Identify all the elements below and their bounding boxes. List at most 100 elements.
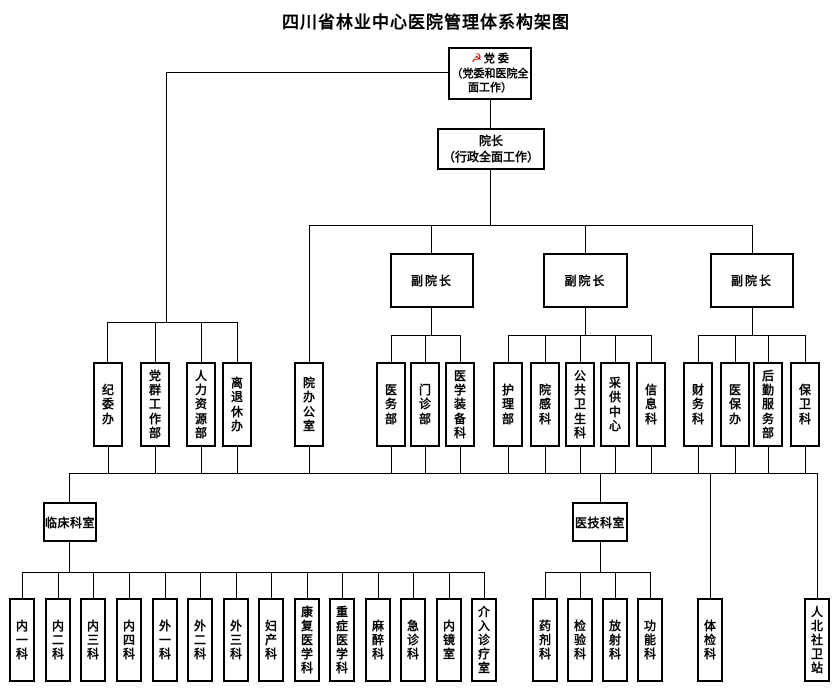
vice-president-box-3: 副院长 bbox=[710, 253, 794, 308]
connector-line bbox=[58, 572, 59, 598]
connector-line bbox=[752, 225, 753, 253]
president-scope: （行政全面工作） bbox=[442, 150, 539, 164]
connector-line bbox=[425, 335, 426, 362]
dept-box: 麻 醉 科 bbox=[365, 598, 391, 682]
dept-box: 内 二 科 bbox=[45, 598, 71, 682]
connector-line bbox=[307, 572, 308, 598]
connector-line bbox=[545, 335, 546, 362]
connector-line bbox=[615, 335, 616, 362]
connector-line bbox=[391, 335, 461, 336]
connector-line bbox=[735, 447, 736, 473]
dept-box: 功 能 科 bbox=[637, 598, 663, 682]
dept-box: 门 诊 部 bbox=[410, 362, 440, 447]
connector-line bbox=[698, 335, 699, 362]
connector-line bbox=[166, 72, 450, 73]
dept-box: 院 感 科 bbox=[530, 362, 560, 447]
connector-line bbox=[817, 473, 818, 598]
connector-line bbox=[237, 447, 238, 473]
dept-box: 医 学 装 备 科 bbox=[445, 362, 475, 447]
connector-line bbox=[391, 335, 392, 362]
connector-line bbox=[698, 447, 699, 473]
connector-line bbox=[805, 335, 806, 362]
connector-line bbox=[698, 335, 806, 336]
connector-line bbox=[650, 572, 651, 598]
dept-box: 护 理 部 bbox=[493, 362, 523, 447]
connector-line bbox=[545, 572, 546, 598]
connector-line bbox=[768, 447, 769, 473]
connector-line bbox=[69, 473, 818, 474]
dept-box: 医 务 部 bbox=[376, 362, 406, 447]
connector-line bbox=[585, 225, 586, 253]
dept-box: 信 息 科 bbox=[636, 362, 666, 447]
connector-line bbox=[391, 447, 392, 473]
dept-box: 内 三 科 bbox=[80, 598, 106, 682]
connector-line bbox=[449, 572, 450, 598]
connector-line bbox=[431, 225, 432, 253]
dept-box: 外 一 科 bbox=[152, 598, 178, 682]
connector-line bbox=[545, 447, 546, 473]
connector-line bbox=[309, 447, 310, 473]
connector-line bbox=[460, 335, 461, 362]
dept-box: 公 共 卫 生 科 bbox=[565, 362, 595, 447]
connector-line bbox=[484, 572, 485, 598]
connector-line bbox=[615, 447, 616, 473]
dept-box: 离 退 休 办 bbox=[222, 362, 252, 447]
dept-box: 妇 产 科 bbox=[258, 598, 284, 682]
dept-box: 人 北 社 卫 站 bbox=[804, 598, 830, 682]
connector-line bbox=[155, 447, 156, 473]
connector-line bbox=[107, 322, 238, 323]
connector-line bbox=[236, 572, 237, 598]
connector-line bbox=[752, 308, 753, 335]
medtech-group-box: 医技科室 bbox=[572, 502, 628, 542]
party-committee-name: 党 委 bbox=[483, 53, 509, 66]
connector-line bbox=[309, 225, 310, 362]
connector-line bbox=[271, 572, 272, 598]
dept-box: 人 力 资 源 部 bbox=[186, 362, 216, 447]
connector-line bbox=[165, 572, 166, 598]
connector-line bbox=[93, 572, 94, 598]
connector-line bbox=[22, 572, 23, 598]
dept-box: 介 入 诊 疗 室 bbox=[471, 598, 497, 682]
dept-box: 体 检 科 bbox=[697, 598, 723, 682]
dept-box: 放 射 科 bbox=[602, 598, 628, 682]
dept-box: 内 四 科 bbox=[116, 598, 142, 682]
party-committee-box: ☭党 委 （党委和医院全面工作） bbox=[448, 47, 532, 100]
connector-line bbox=[155, 322, 156, 362]
page-title: 四川省林业中心医院管理体系构架图 bbox=[282, 13, 570, 32]
connector-line bbox=[201, 447, 202, 473]
connector-line bbox=[768, 335, 769, 362]
connector-line bbox=[545, 572, 651, 573]
connector-line bbox=[309, 225, 753, 226]
connector-line bbox=[600, 473, 601, 502]
connector-line bbox=[431, 308, 432, 335]
connector-line bbox=[651, 447, 652, 473]
dept-box: 纪 委 办 bbox=[93, 362, 123, 447]
connector-line bbox=[651, 335, 652, 362]
connector-line bbox=[201, 322, 202, 362]
connector-line bbox=[378, 572, 379, 598]
connector-line bbox=[508, 447, 509, 473]
president-box: 院长 （行政全面工作） bbox=[437, 128, 545, 170]
connector-line bbox=[69, 542, 70, 572]
dept-box: 院 办 公 室 bbox=[294, 362, 324, 447]
connector-line bbox=[490, 100, 491, 128]
party-committee-scope: （党委和医院全面工作） bbox=[451, 68, 529, 95]
connector-line bbox=[166, 72, 167, 323]
dept-box: 财 务 科 bbox=[683, 362, 713, 447]
dept-box: 外 二 科 bbox=[187, 598, 213, 682]
connector-line bbox=[425, 447, 426, 473]
connector-line bbox=[69, 473, 70, 502]
connector-line bbox=[413, 572, 414, 598]
connector-line bbox=[735, 335, 736, 362]
vice-president-box-2: 副院长 bbox=[543, 253, 628, 308]
connector-line bbox=[108, 447, 109, 473]
connector-line bbox=[580, 335, 581, 362]
dept-box: 党 群 工 作 部 bbox=[140, 362, 170, 447]
dept-box: 医 保 办 bbox=[720, 362, 750, 447]
vice-president-box-1: 副院长 bbox=[390, 253, 474, 308]
dept-box: 后 勤 服 务 部 bbox=[753, 362, 783, 447]
connector-line bbox=[580, 447, 581, 473]
dept-box: 急 诊 科 bbox=[400, 598, 426, 682]
connector-line bbox=[615, 572, 616, 598]
